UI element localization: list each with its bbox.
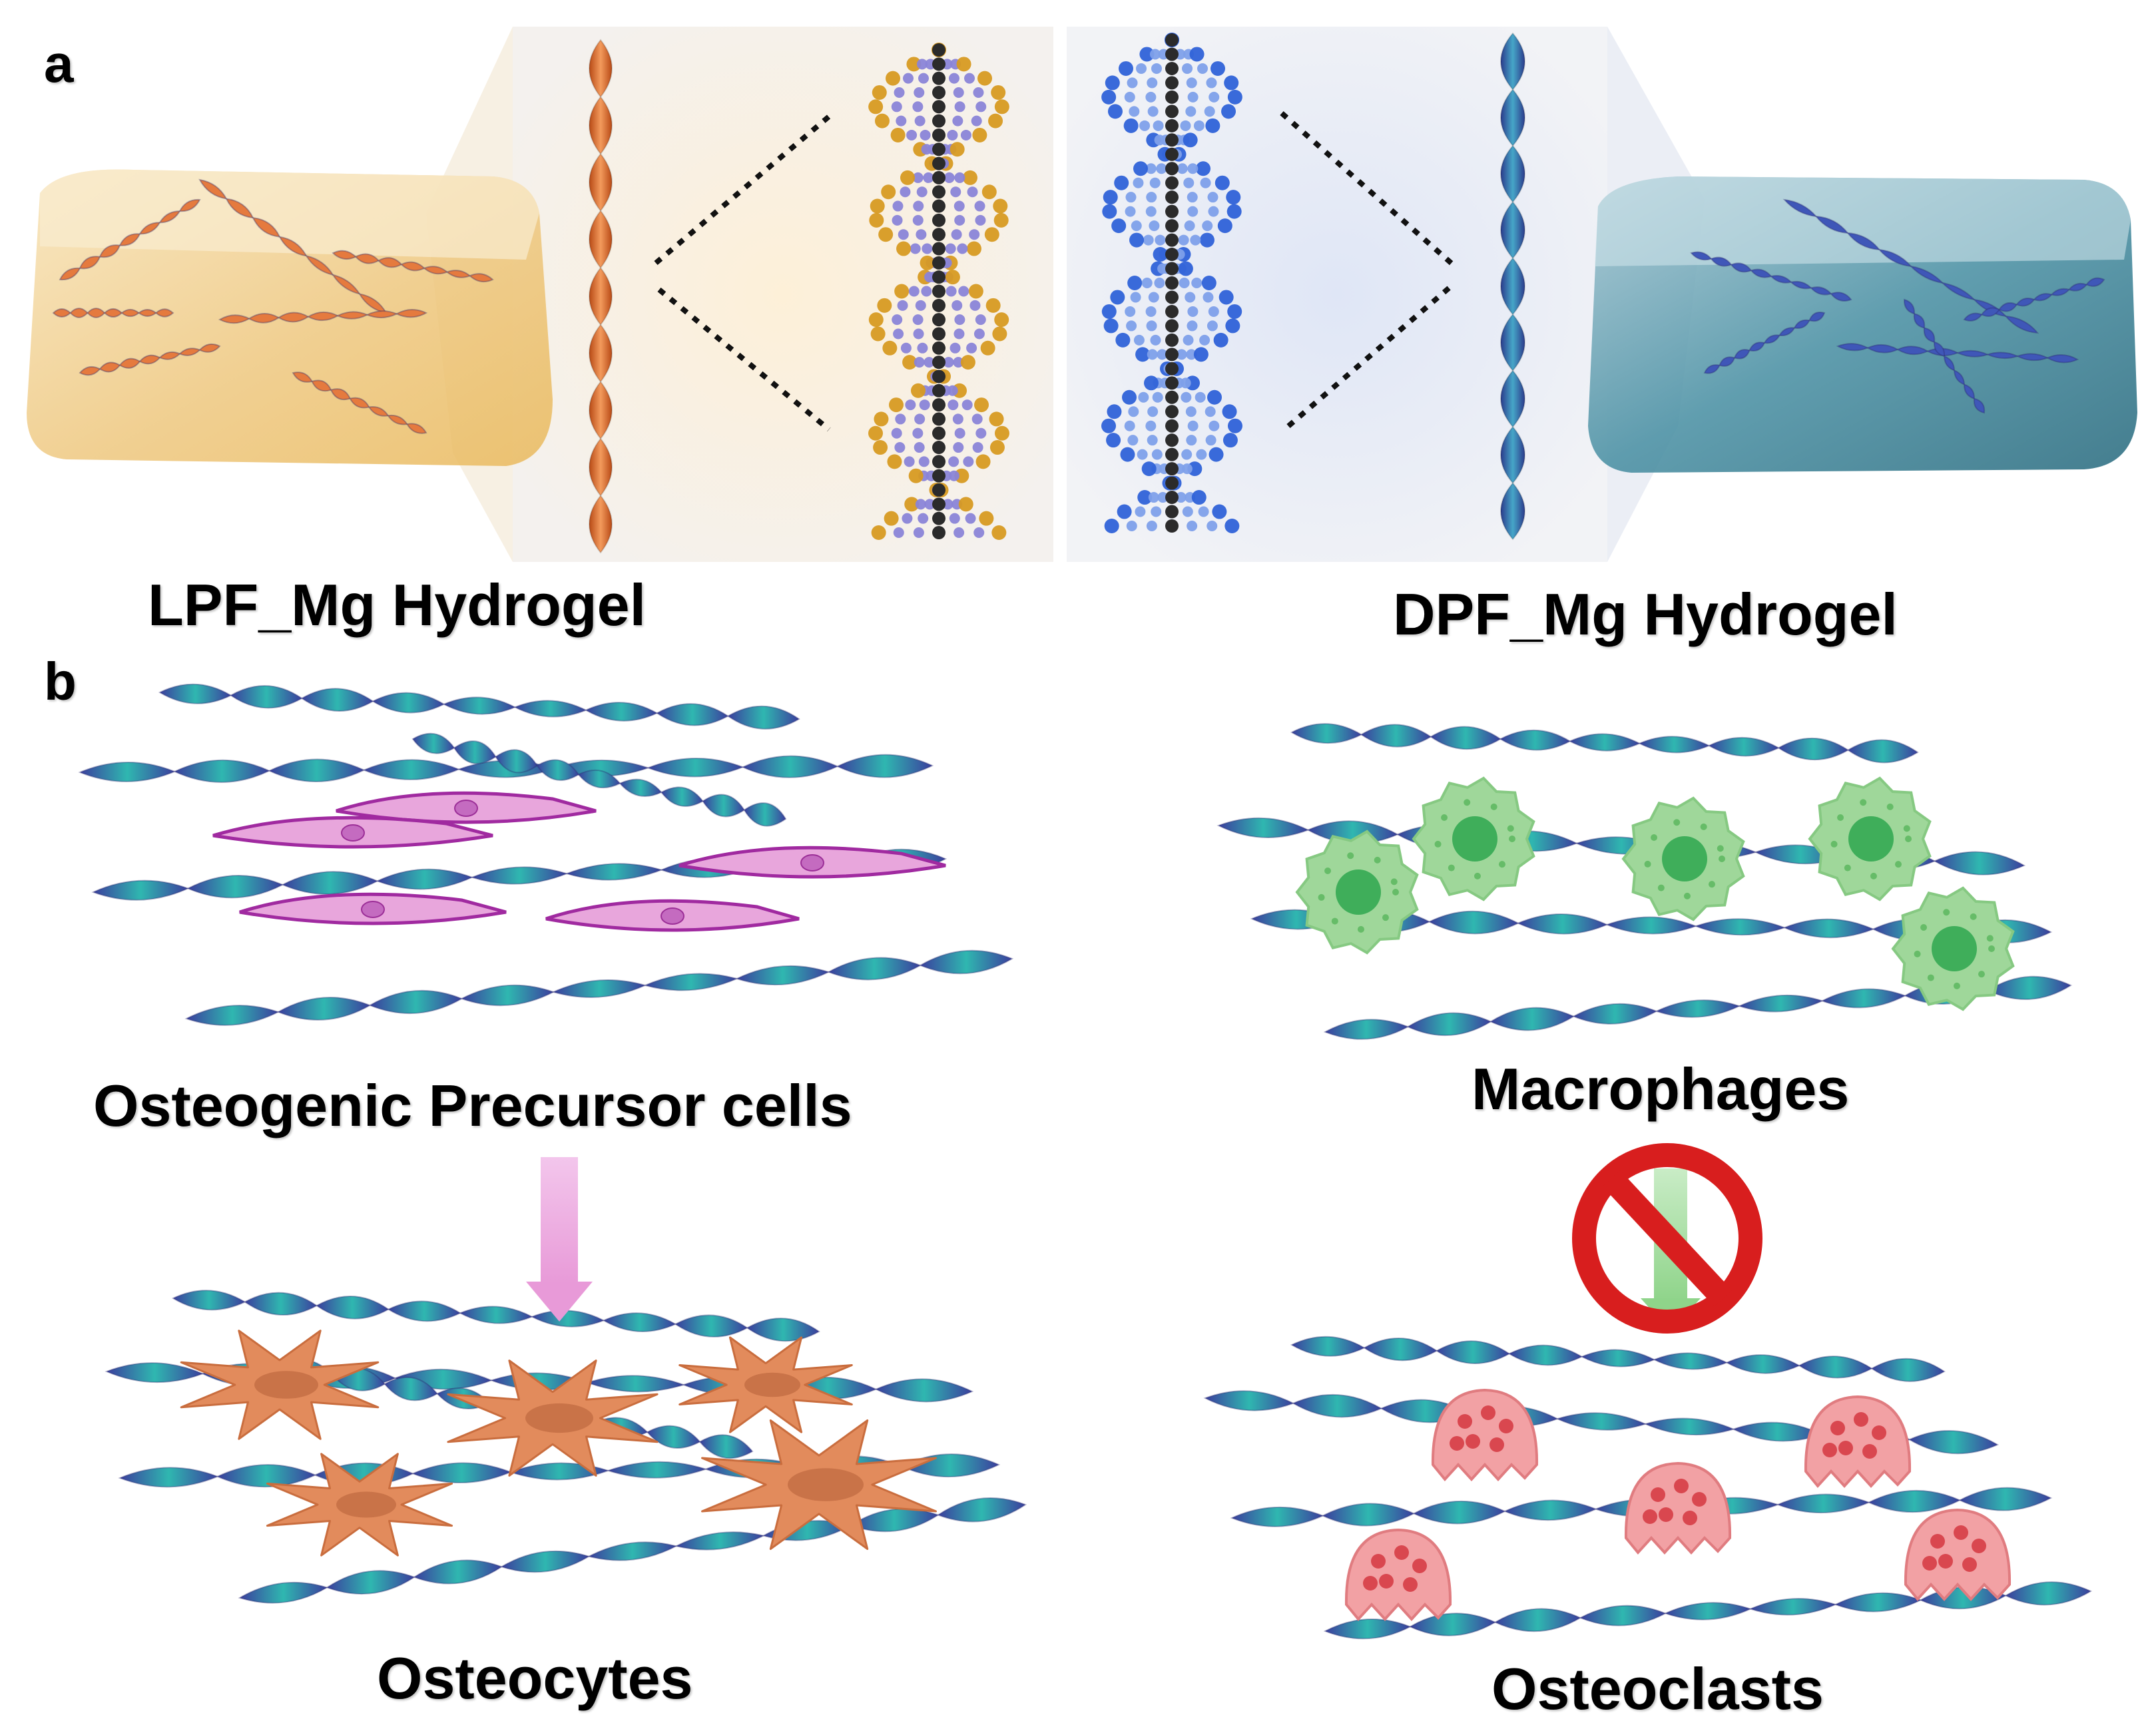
lpf-hydrogel-title: LPF_Mg Hydrogel [148, 572, 647, 638]
scaffold-fiber [171, 1290, 820, 1342]
osteoclast-cells [1344, 1388, 2012, 1622]
osteoclast-cell [1804, 1395, 1912, 1489]
lpf-gel-fiber [59, 198, 201, 281]
differentiation-arrow [526, 1157, 593, 1322]
dpf-gel-fiber [1903, 298, 1986, 414]
macrophage-cell [1891, 886, 2015, 1011]
lpf-gel-fiber [79, 343, 221, 376]
osteocyte-cell [180, 1330, 380, 1440]
lpf-gel-fiber [292, 371, 427, 434]
dpf-twisted-fiber [1500, 32, 1525, 541]
macrophage-cell [1808, 776, 1932, 901]
osteogenic-precursor-cells [212, 791, 946, 932]
dpf-hydrogel-title: DPF_Mg Hydrogel [1393, 581, 1898, 647]
lpf-gel-fiber [218, 309, 428, 324]
lpf-gel-fiber [332, 250, 494, 283]
dpf-zoom-panel [1067, 27, 1607, 562]
dpf-gel-fiber [1836, 343, 2079, 364]
dpf-gel-fiber [1782, 198, 2039, 334]
lpf-gel-fiber [52, 308, 174, 318]
dpf-molecular-helix [1101, 33, 1242, 533]
panel-b-letter: b [44, 652, 77, 711]
scaffold-fiber [411, 732, 787, 827]
scaffold-fiber [1230, 1487, 2053, 1527]
lpf-hydrogel-block [27, 169, 553, 466]
osteogenic-precursor-cell [545, 899, 800, 932]
dpf-hydrogel-block [1588, 176, 2137, 473]
osteocytes-label: Osteocytes [377, 1645, 693, 1711]
lpf-twisted-fiber [589, 39, 613, 554]
dpf-gel-fiber [1703, 311, 1826, 374]
prohibition-icon [1572, 1143, 1762, 1334]
osteogenic-precursor-cell [678, 846, 946, 879]
osteoclasts-label: Osteoclasts [1491, 1656, 1824, 1722]
macrophage-cell [1412, 776, 1535, 901]
scaffold-fiber [1290, 723, 1919, 764]
lpf-molecular-helix [868, 43, 1009, 540]
lpf-gel-fiber [198, 178, 388, 314]
osteogenic-precursor-label: Osteogenic Precursor cells [93, 1073, 852, 1138]
panel-a-letter: a [44, 34, 74, 93]
dpf-gel-fiber [1690, 251, 1852, 302]
macrophage-cell [1621, 796, 1745, 921]
osteocyte-cell [447, 1359, 659, 1477]
scaffold-fiber [238, 1497, 1027, 1604]
osteogenic-precursor-cell [212, 816, 493, 849]
macrophage-cell [1295, 830, 1419, 955]
scaffold-fiber [184, 949, 1014, 1026]
scaffold-fiber [1323, 1581, 2093, 1640]
osteocyte-cell [678, 1336, 853, 1433]
scaffold-fiber [158, 683, 800, 730]
scaffold-fiber [1290, 1336, 1946, 1382]
osteocyte-cell [701, 1419, 937, 1550]
dpf-gel-fiber [1963, 277, 2105, 322]
osteocyte-cells [180, 1330, 937, 1557]
zoom-dotted-lines [654, 111, 1457, 432]
osteoclast-cell [1431, 1388, 1539, 1482]
osteoclast-cell [1904, 1508, 2012, 1602]
macrophages-label: Macrophages [1472, 1056, 1850, 1122]
osteoclast-cell [1344, 1528, 1452, 1622]
scaffold-fiber [78, 754, 934, 783]
osteogenic-precursor-cell [239, 892, 507, 925]
macrophage-cells [1295, 776, 2015, 1011]
osteoclast-cell [1624, 1461, 1732, 1555]
osteocyte-cell [266, 1453, 453, 1557]
